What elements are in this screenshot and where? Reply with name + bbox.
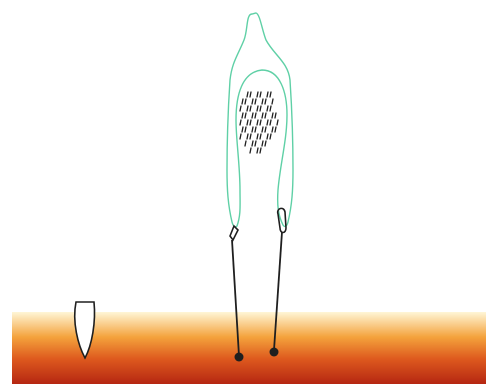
dash-cluster [240, 92, 278, 153]
cluster-dash [245, 141, 246, 146]
cluster-dash [260, 148, 261, 153]
cluster-dash [272, 99, 273, 104]
cluster-dash [265, 99, 266, 104]
cluster-dash [260, 106, 261, 111]
right-probe-tip [270, 348, 279, 357]
left-probe-clip [230, 226, 238, 240]
cluster-dash [255, 141, 256, 146]
cluster-dash [267, 106, 268, 111]
cluster-dash [247, 106, 248, 111]
cluster-dash [265, 127, 266, 132]
cluster-dash [240, 134, 241, 139]
cluster-dash [255, 99, 256, 104]
cluster-dash [245, 127, 246, 132]
cluster-dash [257, 120, 258, 125]
left-probe-tip [235, 353, 244, 362]
cluster-dash [257, 106, 258, 111]
cluster-dash [270, 134, 271, 139]
cluster-dash [275, 127, 276, 132]
cluster-dash [242, 127, 243, 132]
cluster-dash [262, 113, 263, 118]
cluster-dash [245, 113, 246, 118]
cluster-dash [255, 127, 256, 132]
cluster-dash [250, 92, 251, 97]
cluster-dash [255, 113, 256, 118]
cluster-dash [260, 134, 261, 139]
cluster-dash [260, 92, 261, 97]
cluster-dash [277, 120, 278, 125]
cluster-dash [250, 106, 251, 111]
cluster-dash [270, 106, 271, 111]
cluster-dash [250, 148, 251, 153]
cluster-dash [272, 127, 273, 132]
cluster-dash [270, 120, 271, 125]
cluster-dash [240, 120, 241, 125]
cluster-dash [267, 134, 268, 139]
cluster-dash [242, 113, 243, 118]
cluster-dash [262, 141, 263, 146]
cluster-dash [265, 141, 266, 146]
cluster-dash [247, 92, 248, 97]
cluster-dash [252, 113, 253, 118]
cluster-dash [275, 113, 276, 118]
cluster-dash [250, 134, 251, 139]
cluster-dash [252, 99, 253, 104]
cluster-dash [257, 148, 258, 153]
cluster-dash [267, 92, 268, 97]
cluster-dash [267, 120, 268, 125]
cluster-dash [257, 134, 258, 139]
cluster-dash [265, 113, 266, 118]
cluster-dash [260, 120, 261, 125]
cluster-dash [262, 127, 263, 132]
green-outline-loop [227, 13, 293, 227]
cluster-dash [247, 134, 248, 139]
cluster-dash [245, 99, 246, 104]
cluster-dash [242, 99, 243, 104]
cluster-dash [252, 127, 253, 132]
cluster-dash [252, 141, 253, 146]
cluster-dash [272, 113, 273, 118]
cluster-dash [262, 99, 263, 104]
cluster-dash [250, 120, 251, 125]
cluster-dash [247, 120, 248, 125]
cluster-dash [257, 92, 258, 97]
cluster-dash [240, 106, 241, 111]
cluster-dash [270, 92, 271, 97]
